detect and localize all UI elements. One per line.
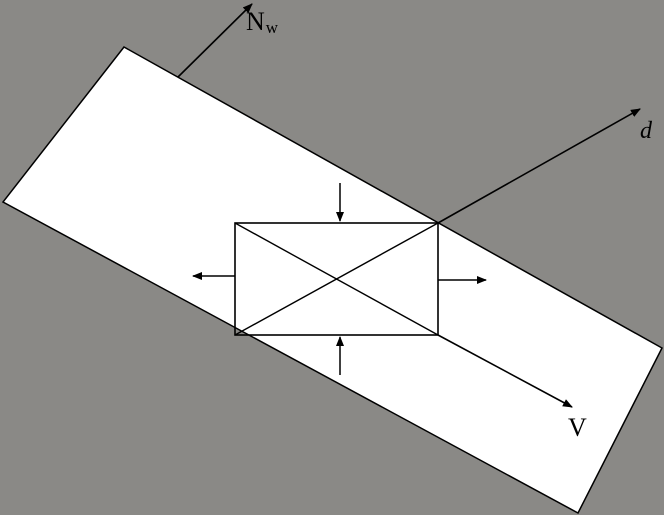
normal-vector-arrow — [177, 3, 253, 78]
cell-box — [234, 222, 439, 336]
velocity-vector-arrow — [437, 334, 573, 408]
wall-band — [1, 46, 663, 515]
velocity-label: V — [568, 413, 587, 442]
direction-label: d — [640, 118, 653, 144]
cell-rectangle — [234, 222, 439, 336]
direction-vector-arrow — [437, 108, 641, 224]
normal-vector-label: Nw — [246, 7, 279, 37]
cell-diagonal-ascending — [234, 222, 439, 336]
